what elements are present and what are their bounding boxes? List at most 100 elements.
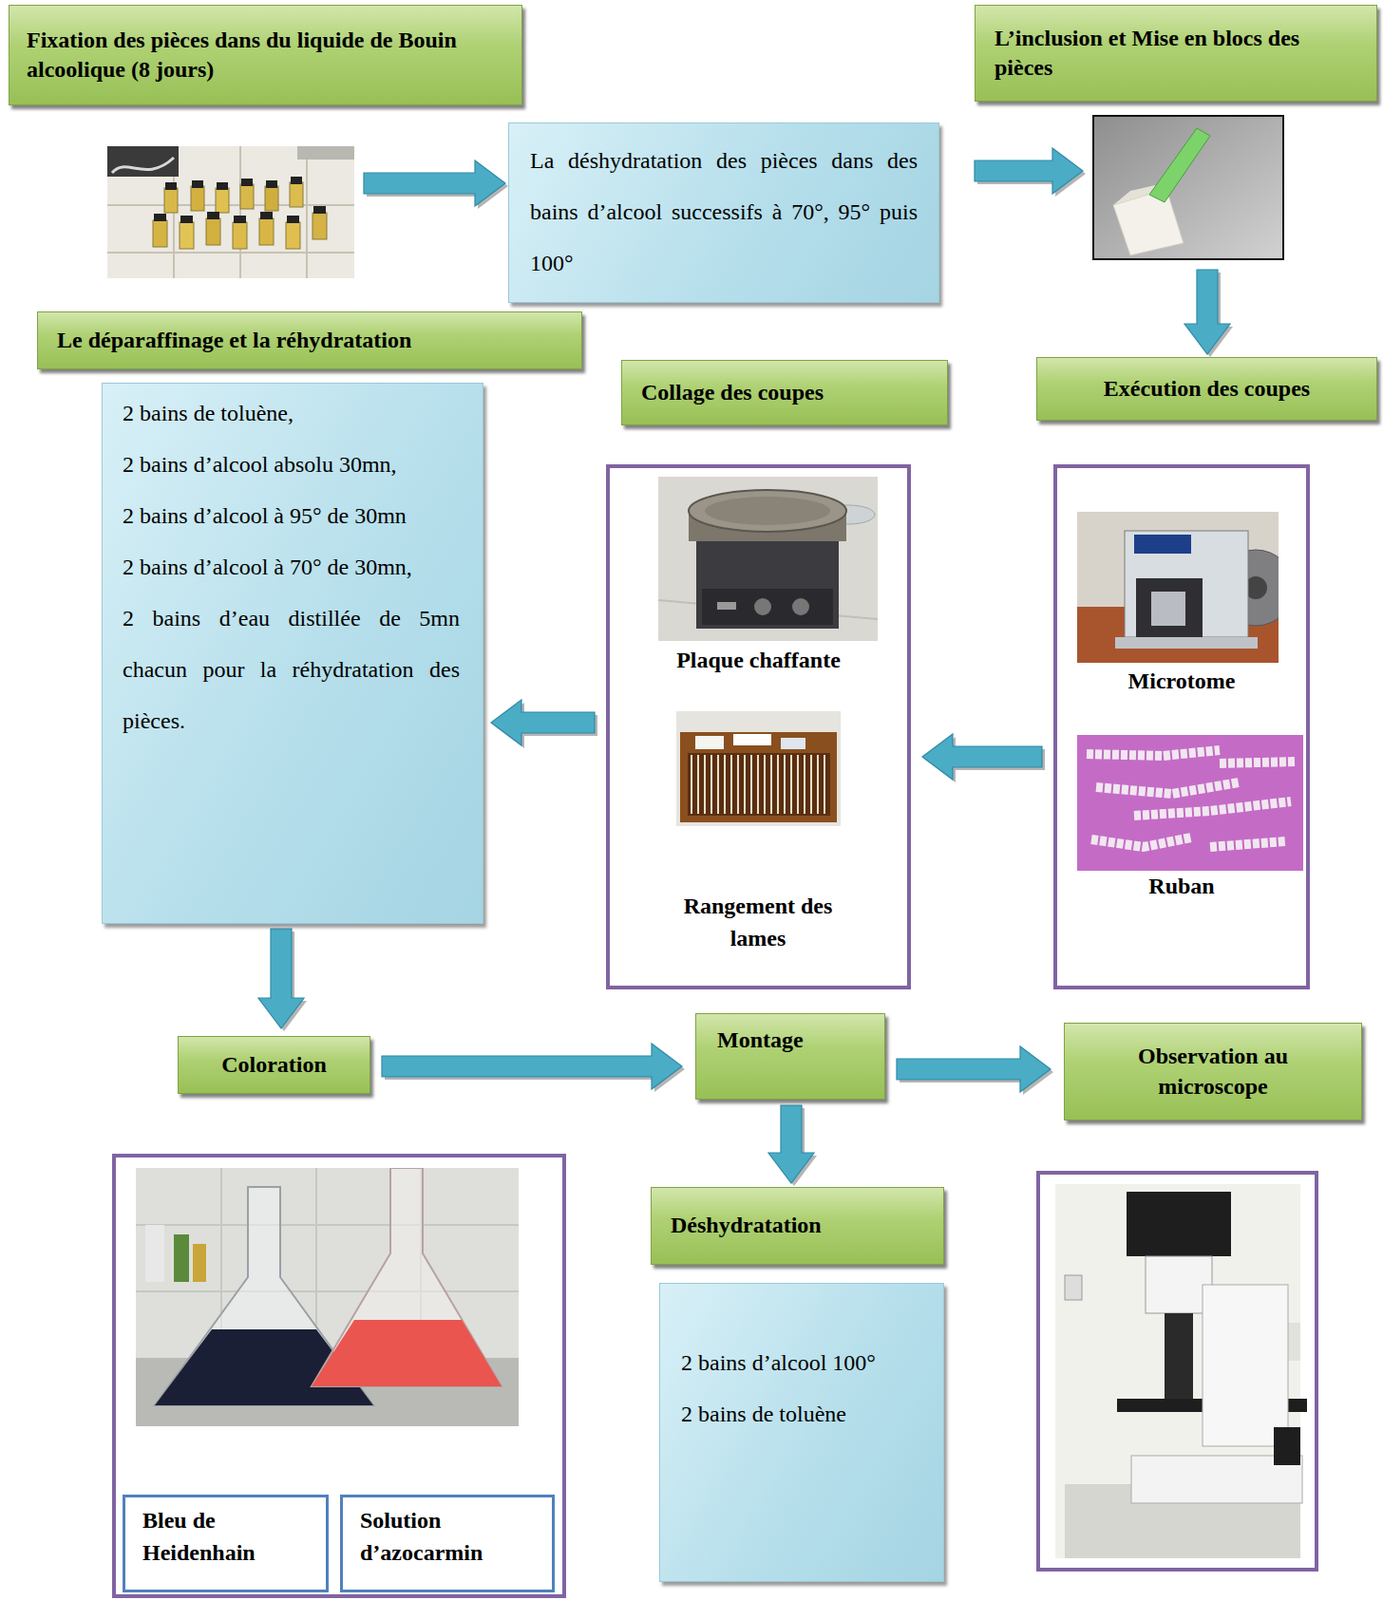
arrow-body	[974, 148, 1083, 194]
photo-detail	[265, 180, 278, 189]
photo-detail	[265, 186, 279, 211]
arrow-body	[768, 1105, 815, 1184]
photo-detail	[1164, 1313, 1194, 1400]
photo-detail	[754, 598, 772, 616]
photo-detail	[145, 1225, 165, 1283]
photo-detail	[1202, 1285, 1289, 1447]
step-title: L’inclusion et Mise en blocs des pièces	[994, 23, 1354, 83]
step-title: Le déparaffinage et la réhydratation	[56, 325, 563, 356]
photo-detail	[658, 476, 878, 642]
photo-detail	[823, 755, 826, 815]
photo-detail	[1134, 534, 1192, 554]
photo-detail	[687, 753, 831, 816]
photo-detail	[107, 204, 355, 207]
photo-panel: MicrotomeRuban	[1053, 464, 1310, 990]
microtome-photo	[1077, 511, 1279, 664]
photo-detail	[1134, 801, 1291, 816]
photo-detail	[259, 218, 274, 246]
hot-plate-photo	[658, 476, 878, 642]
step-header: Coloration	[177, 1036, 371, 1095]
photo-detail	[1091, 837, 1192, 848]
photo-detail	[311, 1320, 502, 1387]
photo-detail	[191, 180, 204, 189]
flow-arrow	[974, 148, 1086, 197]
photo-detail	[232, 222, 247, 249]
photo-detail	[153, 213, 167, 222]
photo-detail	[750, 755, 753, 815]
step-header: Exécution des coupes	[1036, 357, 1378, 421]
arrow-body	[896, 1046, 1051, 1093]
arrow-body	[258, 928, 304, 1029]
step-text: 2 bains d’alcool à 95° de 30mn	[122, 490, 460, 542]
flow-arrow	[363, 160, 509, 209]
photo-detail	[240, 184, 254, 209]
flow-arrow	[922, 734, 1045, 783]
vials-photo	[107, 146, 355, 279]
photo-detail	[107, 251, 355, 254]
step-header: Déshydratation	[650, 1187, 945, 1266]
photo-detail	[311, 1168, 502, 1387]
paraffin-block-photo	[1092, 114, 1285, 261]
microscope-photo	[1036, 1171, 1319, 1573]
photo-detail	[676, 711, 841, 827]
photo-detail	[207, 211, 220, 220]
arrow-body	[922, 734, 1042, 780]
photo-detail	[780, 738, 806, 750]
photo-detail	[737, 755, 739, 815]
photo-detail	[1124, 530, 1249, 638]
photo-detail	[260, 211, 273, 220]
ribbon-photo	[1077, 735, 1304, 872]
photo-detail	[107, 146, 355, 279]
photo-detail	[1136, 578, 1203, 638]
photo-detail	[135, 1224, 519, 1227]
photo-detail	[763, 755, 766, 815]
photo-detail	[107, 146, 355, 279]
step-text: 2 bains d’alcool absolu 30mn,	[122, 438, 460, 491]
photo-detail	[216, 182, 228, 190]
photo-label: Rangement des lames	[663, 890, 853, 955]
photo-detail	[152, 176, 327, 249]
photo-detail	[152, 220, 168, 247]
photo-detail	[803, 755, 806, 815]
step-box: La déshydratation des pièces dans des ba…	[508, 122, 940, 304]
step-header: Montage	[695, 1013, 886, 1100]
step-text: 2 bains d’alcool à 70° de 30mn,	[122, 541, 460, 593]
photo-detail	[796, 755, 799, 815]
photo-detail	[688, 490, 847, 532]
step-header: Fixation des pièces dans du liquide de B…	[8, 4, 523, 106]
step-header: Le déparaffinage et la réhydratation	[37, 311, 583, 370]
reagent-box: Bleu de Heidenhain	[122, 1495, 329, 1593]
flow-arrow	[768, 1105, 817, 1187]
photo-detail	[286, 215, 300, 224]
step-title: Collage des coupes	[641, 378, 929, 408]
photo-detail	[1115, 637, 1258, 649]
photo-detail	[696, 533, 839, 629]
photo-detail	[697, 755, 700, 815]
step-box: 2 bains de toluène,2 bains d’alcool abso…	[101, 382, 484, 925]
step-text: 2 bains d’alcool 100°	[681, 1337, 923, 1389]
photo-detail	[703, 755, 706, 815]
photo-detail	[135, 1168, 519, 1427]
photo-detail	[776, 755, 779, 815]
photo-detail	[717, 602, 737, 610]
flow-arrow	[258, 928, 307, 1032]
step-title: Déshydratation	[670, 1211, 925, 1241]
flow-arrow	[491, 700, 598, 749]
step-header: Collage des coupes	[621, 359, 948, 426]
photo-label: Microtome	[1057, 665, 1307, 699]
photo-detail	[305, 146, 308, 279]
photo-detail	[1210, 841, 1287, 848]
photo-detail	[1064, 1275, 1082, 1301]
photo-detail	[180, 215, 193, 224]
photo-detail	[792, 598, 810, 616]
step-title: Fixation des pièces dans du liquide de B…	[26, 25, 476, 85]
flow-arrow	[896, 1046, 1054, 1096]
step-text: La déshydratation des pièces dans des ba…	[530, 134, 918, 289]
photo-detail	[810, 755, 813, 815]
photo-detail	[730, 755, 733, 815]
arrow-body	[491, 700, 595, 746]
photo-detail	[783, 755, 786, 815]
photo-detail	[816, 755, 819, 815]
photo-detail	[790, 755, 793, 815]
